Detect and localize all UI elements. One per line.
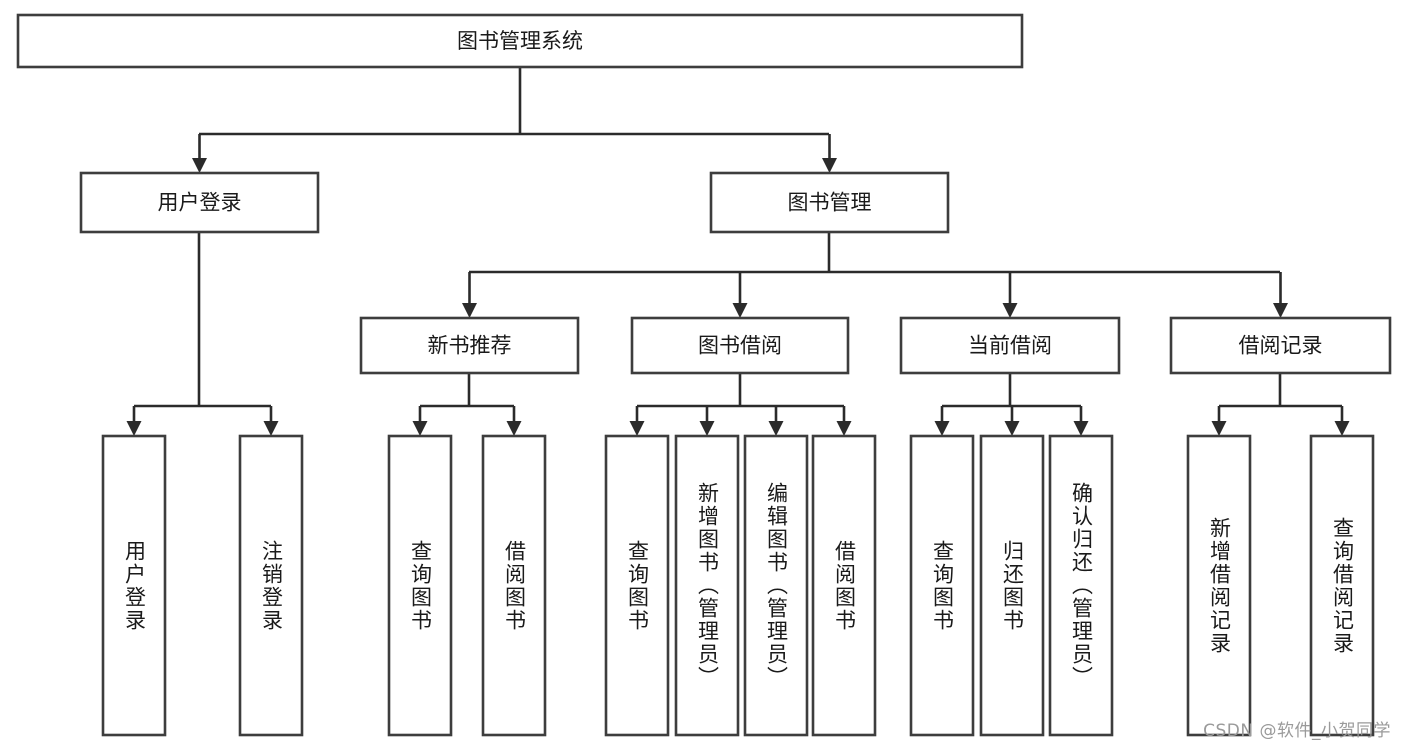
connector-arrow-user-login [192,134,207,173]
node-box-leaf-query-record[interactable] [1309,434,1375,737]
node-label-current-borrow: 当前借阅 [968,334,1052,358]
connector-bus-book-manage [469,232,1280,274]
connector-arrow-leaf-user-logout [263,406,279,436]
node-label-new-book-rec: 新书推荐 [428,334,512,358]
connector-bus-book-borrow [637,373,844,408]
node-label-root: 图书管理系统 [457,29,583,53]
connector-arrow-leaf-user-login [126,406,142,436]
node-box-leaf-query-book-3[interactable] [909,434,975,737]
node-box-leaf-add-record[interactable] [1186,434,1252,737]
connector-bus-user-login [134,232,271,408]
connector-arrow-leaf-query-book-3 [934,406,950,436]
node-box-user-login[interactable] [79,171,320,234]
connector-arrow-current-borrow [1002,272,1018,318]
boxes-layer [16,13,1392,737]
connector-arrow-leaf-return-book [1004,406,1020,436]
connector-arrow-borrow-record [1273,272,1288,318]
node-label-book-borrow: 图书借阅 [698,334,782,358]
connector-arrow-leaf-borrow-book-1 [506,406,522,436]
connector-bus-borrow-record [1219,373,1342,408]
node-box-leaf-user-logout[interactable] [238,434,304,737]
node-box-leaf-query-book-2[interactable] [604,434,670,737]
connector-arrow-book-borrow [732,272,748,318]
node-box-leaf-borrow-book-2[interactable] [811,434,877,737]
connector-arrow-leaf-query-book-1 [412,406,428,436]
node-box-new-book-rec[interactable] [359,316,580,375]
connector-arrow-leaf-add-record [1211,406,1227,436]
node-box-leaf-edit-book[interactable] [743,434,809,737]
node-label-borrow-record: 借阅记录 [1239,334,1323,358]
node-box-root[interactable] [16,13,1024,69]
connector-arrow-leaf-borrow-book-2 [836,406,852,436]
node-box-leaf-user-login[interactable] [101,434,167,737]
node-label-book-manage: 图书管理 [788,191,872,215]
connector-bus-root [199,67,829,136]
connector-arrow-book-manage [822,134,837,173]
connector-arrow-leaf-add-book [699,406,715,436]
connector-arrow-new-book-rec [462,272,477,318]
node-box-leaf-confirm-return[interactable] [1048,434,1114,737]
node-box-borrow-record[interactable] [1169,316,1392,375]
connector-arrow-leaf-query-record [1334,406,1350,436]
node-box-book-borrow[interactable] [630,316,850,375]
connector-arrow-leaf-query-book-2 [629,406,645,436]
connector-arrow-leaf-edit-book [768,406,784,436]
node-box-leaf-query-book-1[interactable] [387,434,453,737]
node-box-leaf-borrow-book-1[interactable] [481,434,547,737]
node-box-leaf-add-book[interactable] [674,434,740,737]
node-box-book-manage[interactable] [709,171,950,234]
node-label-user-login: 用户登录 [158,191,242,215]
node-box-current-borrow[interactable] [899,316,1121,375]
connectors-layer [126,67,1350,436]
node-box-leaf-return-book[interactable] [979,434,1045,737]
connector-bus-current-borrow [942,373,1081,408]
connector-arrow-leaf-confirm-return [1073,406,1089,436]
connector-bus-new-book-rec [420,373,514,408]
